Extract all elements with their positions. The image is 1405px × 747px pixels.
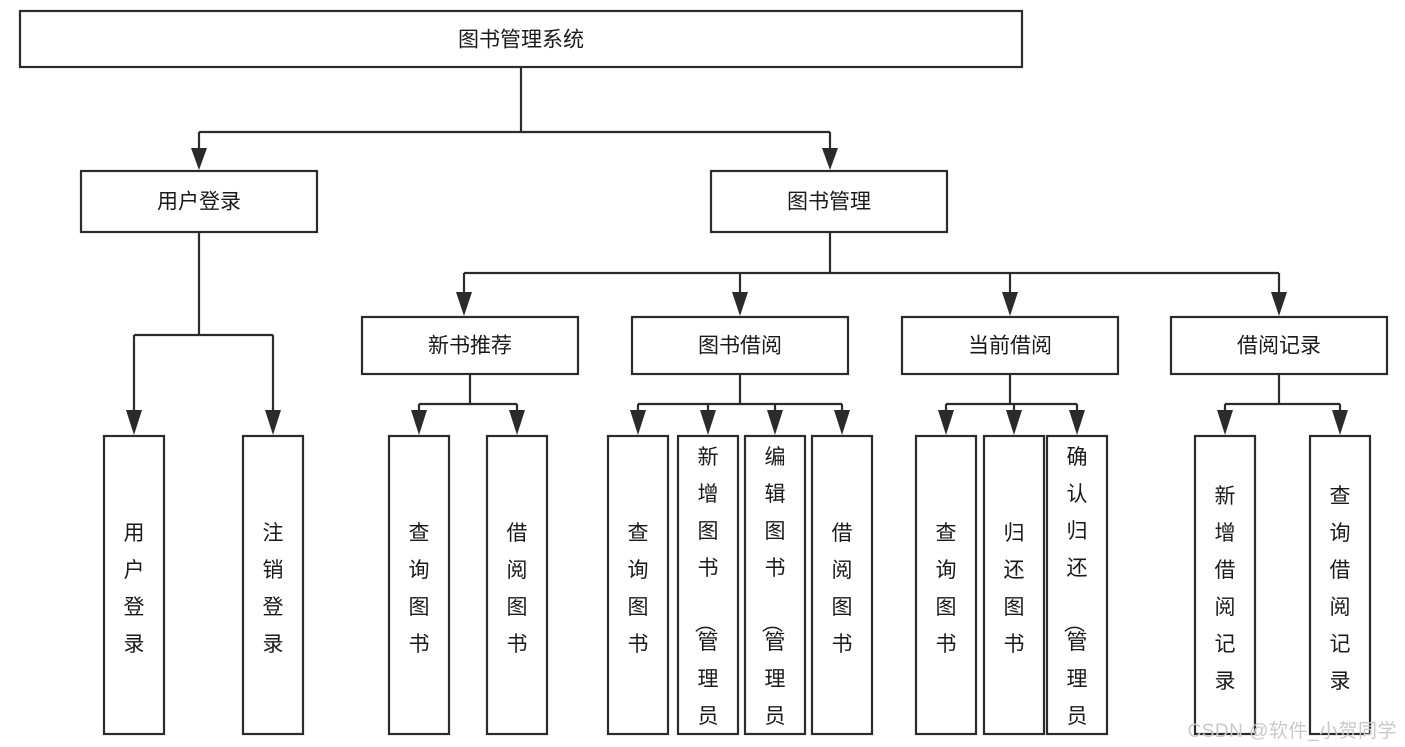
node-book-management-box[interactable] — [709, 169, 949, 234]
node-book-management-label: 图书管理 — [787, 191, 871, 214]
node-leaf-borrow-book-rec-label: 借阅图书 — [507, 522, 528, 656]
connector-group-user-login-to-leaves — [126, 232, 281, 435]
node-leaf-borrow-book-rec[interactable]: 借阅图书 — [485, 434, 549, 736]
node-current-borrow-box[interactable] — [900, 315, 1120, 376]
node-leaf-query-book-borrow[interactable]: 查询图书 — [606, 434, 670, 736]
node-root-label: 图书管理系统 — [458, 29, 584, 52]
node-borrow-record-box[interactable] — [1169, 315, 1389, 376]
node-user-login-box[interactable] — [79, 169, 319, 234]
node-leaf-add-book-label: 新增图书（管理员） — [693, 446, 719, 747]
node-leaf-query-book-current[interactable]: 查询图书 — [914, 434, 978, 736]
arrow-head-book-management — [822, 148, 838, 170]
node-borrow-record-label: 借阅记录 — [1237, 335, 1321, 358]
node-leaf-query-book-borrow-label: 查询图书 — [628, 522, 649, 656]
node-leaf-logout-label: 注销登录 — [263, 522, 284, 656]
node-new-book-recommend-box[interactable] — [360, 315, 580, 376]
arrow-head-new-book-recommend — [456, 292, 472, 316]
node-leaf-borrow-book-rec-box[interactable] — [485, 434, 549, 736]
arrow-head-leaf-user-login — [126, 410, 142, 435]
node-book-borrow-label: 图书借阅 — [698, 335, 782, 358]
connector-group-book-borrow-to-leaves — [630, 374, 850, 435]
node-leaf-borrow-book-box[interactable] — [810, 434, 874, 736]
node-leaf-query-book-current-box[interactable] — [914, 434, 978, 736]
node-root-box[interactable] — [18, 9, 1024, 69]
node-leaf-logout-box[interactable] — [241, 434, 305, 736]
node-leaf-add-book-box[interactable] — [676, 434, 740, 736]
connector-group-borrow-record-to-leaves — [1217, 374, 1348, 435]
node-leaf-confirm-return-label: 确认归还（管理员） — [1062, 446, 1088, 747]
node-leaf-confirm-return[interactable]: 确认归还（管理员） — [1045, 434, 1109, 747]
node-leaf-user-login[interactable]: 用户登录 — [102, 434, 166, 736]
node-leaf-query-book-rec-box[interactable] — [387, 434, 451, 736]
node-root[interactable]: 图书管理系统 — [18, 9, 1024, 69]
node-leaf-edit-book[interactable]: 编辑图书（管理员） — [743, 434, 807, 747]
node-book-borrow[interactable]: 图书借阅 — [630, 315, 850, 376]
node-leaf-query-book-current-label: 查询图书 — [936, 522, 957, 656]
node-leaf-return-book-label: 归还图书 — [1004, 522, 1025, 656]
arrow-head-leaf-edit-book — [767, 410, 783, 435]
node-leaf-add-book[interactable]: 新增图书（管理员） — [676, 434, 740, 747]
arrow-head-leaf-logout — [265, 410, 281, 435]
node-current-borrow-label: 当前借阅 — [968, 335, 1052, 358]
node-leaf-borrow-book-label: 借阅图书 — [832, 522, 853, 656]
node-leaf-query-book-borrow-box[interactable] — [606, 434, 670, 736]
node-leaf-query-book-rec[interactable]: 查询图书 — [387, 434, 451, 736]
node-leaf-return-book[interactable]: 归还图书 — [982, 434, 1046, 736]
node-leaf-query-record-box[interactable] — [1308, 434, 1372, 736]
arrow-head-leaf-borrow-book-rec — [509, 410, 525, 435]
arrow-head-leaf-add-book — [700, 410, 716, 435]
connector-group-current-borrow-to-leaves — [938, 374, 1085, 435]
arrow-head-leaf-add-record — [1217, 410, 1233, 435]
node-leaf-logout[interactable]: 注销登录 — [241, 434, 305, 736]
node-leaf-edit-book-box[interactable] — [743, 434, 807, 736]
csdn-watermark: CSDN @软件_小贺同学 — [1187, 721, 1397, 742]
node-current-borrow[interactable]: 当前借阅 — [900, 315, 1120, 376]
arrow-head-leaf-query-book-rec — [411, 410, 427, 435]
connector-group-root-to-level2 — [191, 67, 838, 170]
node-borrow-record[interactable]: 借阅记录 — [1169, 315, 1389, 376]
node-book-management[interactable]: 图书管理 — [709, 169, 949, 234]
arrow-head-leaf-query-record — [1332, 410, 1348, 435]
arrow-head-book-borrow — [732, 292, 748, 316]
node-book-borrow-box[interactable] — [630, 315, 850, 376]
node-new-book-recommend-label: 新书推荐 — [428, 335, 512, 358]
node-leaf-user-login-box[interactable] — [102, 434, 166, 736]
node-leaf-return-book-box[interactable] — [982, 434, 1046, 736]
node-leaf-query-book-rec-label: 查询图书 — [409, 522, 430, 656]
arrow-head-current-borrow — [1002, 292, 1018, 316]
leaf-node-layer: 用户登录 注销登录 查询图书 借阅图书 查询图书 新增图书（管理员） 编辑图书（管理员） 借阅… — [102, 434, 1372, 747]
arrow-head-leaf-query-book-borrow — [630, 410, 646, 435]
connector-group-new-book-recommend-to-leaves — [411, 374, 525, 435]
node-leaf-edit-book-label: 编辑图书（管理员） — [760, 446, 786, 747]
node-leaf-user-login-label: 用户登录 — [124, 522, 145, 656]
connector-group-book-management-to-level3 — [456, 232, 1287, 316]
arrow-head-leaf-confirm-return — [1069, 410, 1085, 435]
node-leaf-add-record-box[interactable] — [1193, 434, 1257, 736]
node-leaf-query-record[interactable]: 查询借阅记录 — [1308, 434, 1372, 736]
arrow-head-leaf-return-book — [1006, 410, 1022, 435]
arrow-head-user-login — [191, 148, 207, 170]
arrow-head-leaf-query-book-current — [938, 410, 954, 435]
node-leaf-confirm-return-box[interactable] — [1045, 434, 1109, 736]
node-user-login[interactable]: 用户登录 — [79, 169, 319, 234]
node-new-book-recommend[interactable]: 新书推荐 — [360, 315, 580, 376]
arrow-head-leaf-borrow-book — [834, 410, 850, 435]
node-leaf-borrow-book[interactable]: 借阅图书 — [810, 434, 874, 736]
node-leaf-add-record[interactable]: 新增借阅记录 — [1193, 434, 1257, 736]
node-leaf-add-record-label: 新增借阅记录 — [1215, 485, 1236, 693]
node-leaf-query-record-label: 查询借阅记录 — [1330, 485, 1351, 693]
arrow-head-borrow-record — [1271, 292, 1287, 316]
node-user-login-label: 用户登录 — [157, 191, 241, 214]
